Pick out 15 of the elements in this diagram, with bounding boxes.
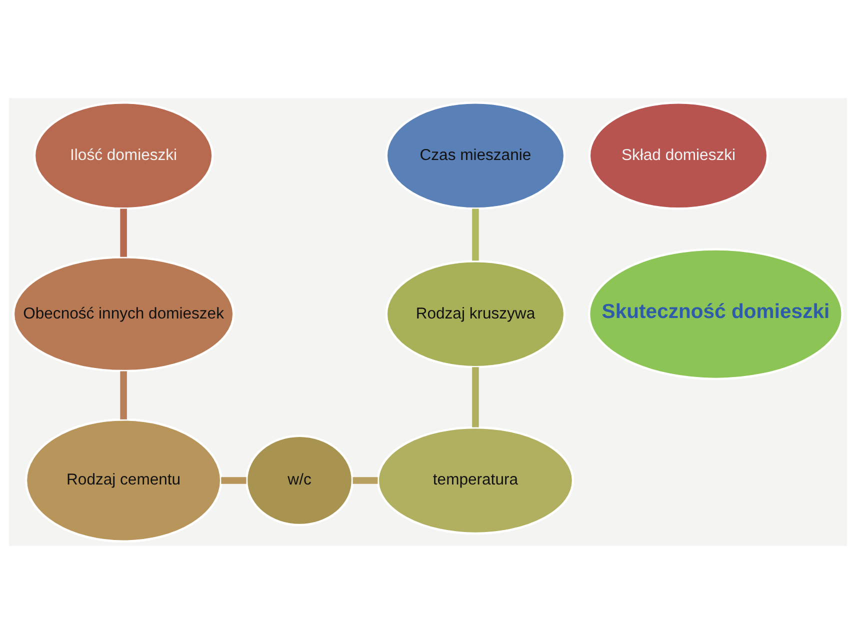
- connector: [472, 366, 478, 427]
- node-ellipse: Skuteczność domieszki: [587, 248, 843, 380]
- node-ellipse: Czas mieszanie: [384, 100, 566, 210]
- node-ellipse: temperatura: [376, 426, 574, 534]
- connector: [472, 208, 478, 260]
- node-ellipse: w/c: [244, 434, 354, 526]
- node-ellipse: Ilość domieszki: [32, 100, 214, 210]
- node-ellipse: Skład domieszki: [588, 100, 768, 210]
- connector: [220, 476, 246, 484]
- node-ellipse: Rodzaj kruszywa: [384, 259, 566, 368]
- connector: [352, 476, 378, 484]
- node-ellipse: Rodzaj cementu: [24, 418, 222, 542]
- connector: [120, 370, 126, 419]
- connector: [120, 208, 126, 256]
- node-ellipse: Obecność innych domieszek: [12, 256, 234, 372]
